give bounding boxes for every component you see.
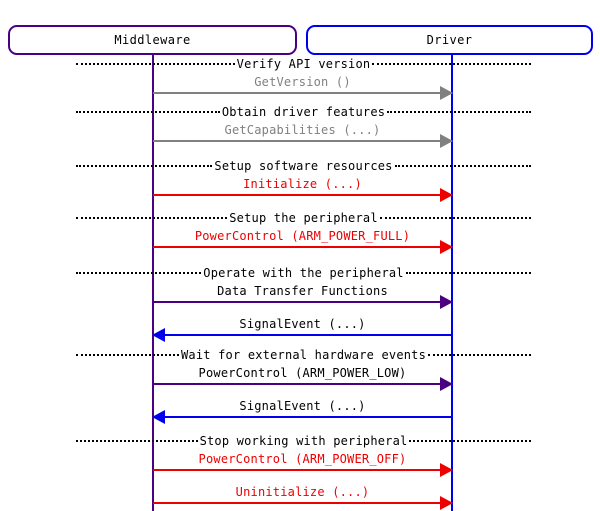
message-arrowhead — [152, 410, 165, 424]
message-line — [153, 416, 452, 418]
message-line — [153, 194, 452, 196]
message-label: Uninitialize (...) — [235, 485, 370, 499]
message-arrow[interactable]: Uninitialize (...) — [153, 482, 453, 511]
message-arrowhead — [440, 188, 453, 202]
message-label: SignalEvent (...) — [239, 317, 366, 331]
message-arrow[interactable]: GetCapabilities (...) — [153, 120, 453, 150]
message-arrow[interactable]: PowerControl (ARM_POWER_LOW) — [153, 363, 453, 393]
lifeline-driver — [451, 55, 453, 511]
divider: Operate with the peripheral — [76, 266, 531, 280]
divider-label: Verify API version — [234, 56, 373, 71]
message-line — [153, 502, 452, 504]
message-arrowhead — [440, 496, 453, 510]
actor-label-driver: Driver — [426, 33, 473, 47]
lifeline-middleware — [152, 55, 154, 511]
message-arrowhead — [152, 328, 165, 342]
message-arrow[interactable]: SignalEvent (...) — [152, 396, 452, 426]
divider: Wait for external hardware events — [76, 347, 532, 362]
message-arrow[interactable]: PowerControl (ARM_POWER_FULL) — [153, 226, 453, 256]
divider: Obtain driver features — [76, 105, 531, 119]
divider-rule-right — [428, 354, 532, 356]
message-line — [153, 92, 452, 94]
divider-label: Obtain driver features — [219, 104, 388, 119]
message-label: GetVersion () — [254, 75, 351, 89]
divider-rule-left — [76, 354, 179, 356]
actor-box-driver[interactable]: Driver — [306, 25, 593, 55]
message-line — [153, 301, 452, 303]
divider-rule-left — [76, 272, 202, 274]
divider-label: Operate with the peripheral — [201, 265, 406, 280]
divider-rule-right — [405, 272, 531, 274]
divider-rule-right — [394, 165, 532, 167]
message-line — [153, 140, 452, 142]
message-arrow[interactable]: GetVersion () — [153, 72, 453, 102]
divider-rule-left — [76, 165, 213, 167]
message-label: SignalEvent (...) — [239, 399, 366, 413]
divider-rule-left — [76, 111, 220, 113]
message-arrowhead — [440, 463, 453, 477]
message-arrow[interactable]: Initialize (...) — [153, 174, 453, 204]
message-line — [153, 383, 452, 385]
divider-label: Wait for external hardware events — [179, 347, 429, 362]
message-line — [153, 469, 452, 471]
message-label: PowerControl (ARM_POWER_OFF) — [198, 452, 407, 466]
message-line — [153, 334, 452, 336]
message-arrowhead — [440, 240, 453, 254]
message-arrowhead — [440, 86, 453, 100]
message-arrow[interactable]: SignalEvent (...) — [152, 314, 452, 344]
message-label: Data Transfer Functions — [217, 284, 388, 298]
message-line — [153, 246, 452, 248]
divider: Verify API version — [76, 57, 531, 71]
message-arrow[interactable]: PowerControl (ARM_POWER_OFF) — [153, 449, 453, 479]
message-label: Initialize (...) — [243, 177, 362, 191]
divider-rule-right — [379, 217, 531, 219]
divider-rule-right — [409, 440, 532, 442]
message-arrow[interactable]: Data Transfer Functions — [153, 281, 453, 311]
divider-rule-left — [76, 440, 198, 442]
divider: Stop working with peripheral — [76, 433, 532, 448]
divider-rule-right — [387, 111, 531, 113]
message-arrowhead — [440, 295, 453, 309]
message-label: PowerControl (ARM_POWER_LOW) — [198, 366, 407, 380]
divider-rule-left — [76, 217, 228, 219]
divider-label: Setup software resources — [212, 158, 395, 173]
divider-rule-right — [372, 63, 531, 65]
divider-label: Setup the peripheral — [227, 210, 380, 225]
message-arrowhead — [440, 134, 453, 148]
message-arrowhead — [440, 377, 453, 391]
message-label: GetCapabilities (...) — [224, 123, 381, 137]
actor-box-middleware[interactable]: Middleware — [8, 25, 297, 55]
divider: Setup the peripheral — [76, 211, 531, 225]
divider: Setup software resources — [76, 158, 532, 173]
actor-label-middleware: Middleware — [114, 33, 191, 47]
message-label: PowerControl (ARM_POWER_FULL) — [194, 229, 411, 243]
divider-rule-left — [76, 63, 235, 65]
divider-label: Stop working with peripheral — [197, 433, 410, 448]
